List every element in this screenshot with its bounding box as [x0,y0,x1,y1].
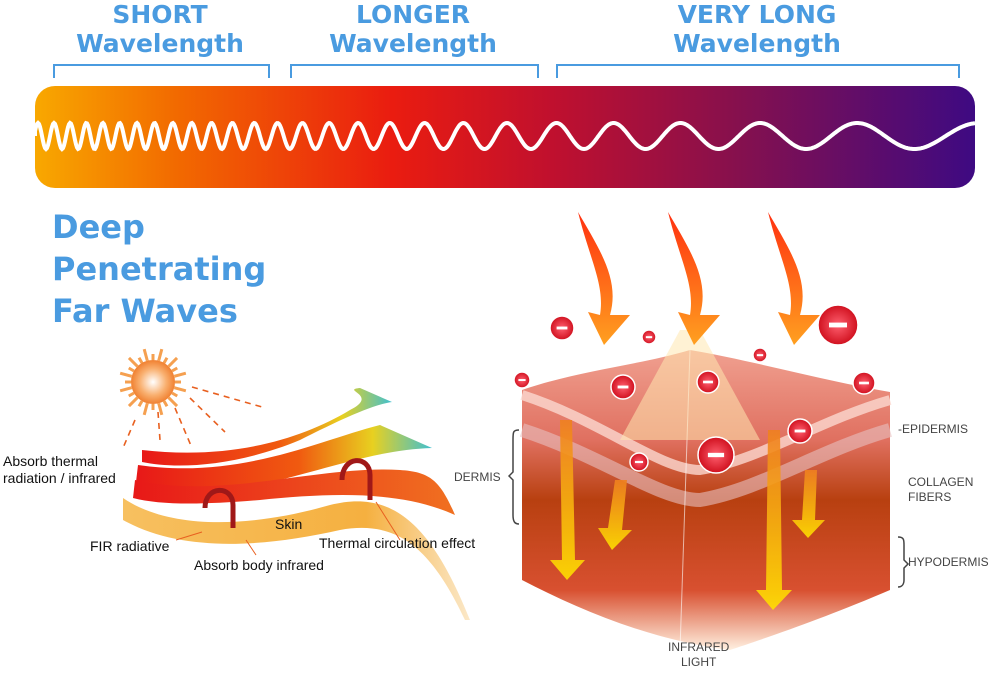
sun-ray [162,357,169,364]
infrared-line2: LIGHT [681,655,717,669]
dermis-label: DERMIS [454,470,501,484]
circulation-arrow-2 [339,458,373,500]
epidermis-label: -EPIDERMIS [898,422,969,436]
spectrum-bar [35,86,975,188]
sun-ray [167,356,179,368]
heat-band-mid [136,425,432,492]
headline-line1: Deep [52,208,145,246]
headline-line2: Penetrating [52,250,267,288]
absorb-body-label: Absorb body infrared [194,557,324,573]
layer-brackets [507,429,910,588]
sun-ray [157,402,164,416]
label-pointers [175,501,401,556]
sun-ray [167,396,179,408]
band-short-line1: SHORT [112,0,208,29]
collagen-line2: FIBERS [908,490,952,504]
skin-label: Skin [275,516,303,532]
negative-ion-icon [787,418,813,444]
band-longer-line2: Wavelength [329,29,497,58]
fir-radiative-label: FIR radiative [90,538,170,554]
sun-ray [128,391,135,398]
bracket-very-long [556,64,960,78]
skin-layer [123,498,470,620]
sun-ray-arrows [122,386,263,449]
sun-ray [119,386,133,393]
negative-ion-icon [610,374,636,400]
negative-ion-icon [696,370,720,394]
hypodermis-label: HYPODERMIS [908,555,989,569]
band-longer-line1: LONGER [355,0,471,29]
collagen-label: COLLAGEN FIBERS [908,475,973,505]
heat-band-top [142,388,392,466]
absorb-thermal-line1: Absorb thermal [3,453,98,469]
sun-ray [127,356,139,368]
collagen-line1: COLLAGEN [908,475,974,489]
negative-ion-icon [697,436,735,474]
band-short-line2: Wavelength [76,29,244,58]
absorb-thermal-line2: radiation / infrared [3,470,116,486]
negative-ion-icon [513,371,531,389]
negative-ion-icon [641,329,657,345]
sun-ray [119,371,133,378]
bracket-short [53,64,270,78]
headline: Deep Penetrating Far Waves [52,206,266,332]
negative-ion-icon [817,304,859,346]
sun-ray [137,357,144,364]
band-very-long-line2: Wavelength [673,29,841,58]
negative-ion-icon [752,347,768,363]
negative-ion-icon [852,371,876,395]
negative-ion-icon [549,315,575,341]
wave-graphic [35,120,975,152]
sun-icon [119,348,187,416]
sun-ray [162,400,169,407]
infrared-line1: INFRARED [668,640,730,654]
sun-ray [173,386,187,393]
wave-line [35,120,975,152]
sun-ray [127,396,139,408]
band-very-long-line1: VERY LONG [677,0,837,29]
absorb-thermal-label: Absorb thermal radiation / infrared [3,453,116,487]
heat-band-bottom [133,469,455,515]
sun-ray [142,348,149,362]
sun-ray [171,366,178,373]
sun-ray [142,402,149,416]
sun-ray [128,366,135,373]
negative-ion-icon [629,452,649,472]
infrared-light-label: INFRARED LIGHT [668,640,729,670]
bracket-longer [290,64,539,78]
flame-arrows [578,212,820,345]
thermal-circulation-label: Thermal circulation effect [319,535,476,551]
band-longer-label: LONGER Wavelength [313,0,513,58]
sun-ray [171,391,178,398]
band-short-label: SHORT Wavelength [60,0,260,58]
heat-arrows [550,420,825,610]
headline-line3: Far Waves [52,292,238,330]
sun-ray [137,400,144,407]
band-very-long-label: VERY LONG Wavelength [657,0,857,58]
sun-ray [157,348,164,362]
sun-ray [173,371,187,378]
negative-ions [513,304,876,474]
circulation-arrow-1 [202,487,236,528]
